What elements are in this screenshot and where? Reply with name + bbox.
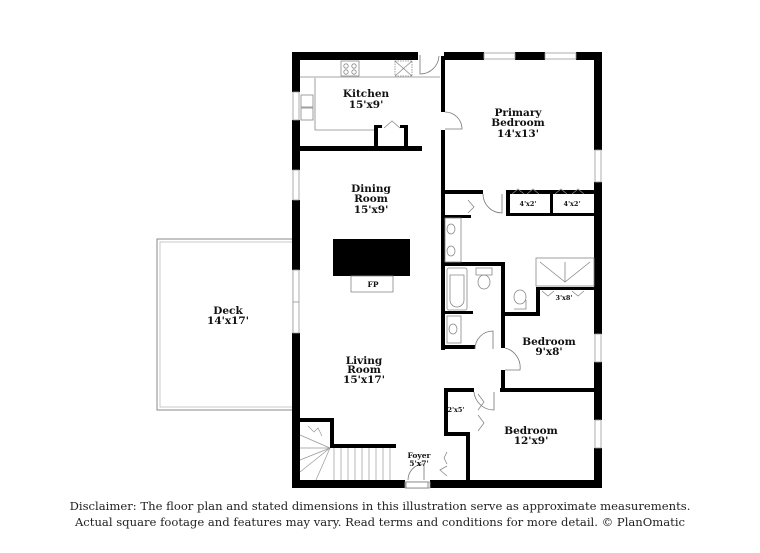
bedroom-3-closet-dimensions: 2'x5' — [448, 406, 465, 414]
bedroom-2-dimensions: 9'x8' — [535, 346, 562, 358]
disclaimer-line-1: Disclaimer: The floor plan and stated di… — [69, 499, 691, 513]
closet-labels: 4'x2' 4'x2' 3'x8' 2'x5' — [448, 200, 581, 414]
fireplace — [333, 239, 410, 293]
fireplace-label: FP — [368, 280, 379, 289]
deck-dimensions: 14'x17' — [207, 315, 249, 327]
disclaimer-line-2: Actual square footage and features may v… — [74, 515, 686, 529]
primary-closet-2-dimensions: 4'x2' — [564, 200, 581, 208]
dining-room-dimensions: 15'x9' — [354, 204, 389, 216]
kitchen-fixtures — [300, 60, 440, 131]
primary-closet-1-dimensions: 4'x2' — [520, 200, 537, 208]
room-labels: Kitchen 15'x9' Primary Bedroom 14'x13' D… — [207, 88, 576, 468]
foyer-dimensions: 5'x7' — [409, 459, 429, 468]
stairs — [299, 425, 391, 481]
kitchen-dimensions: 15'x9' — [349, 99, 384, 111]
sink-icon — [300, 94, 314, 108]
stove-icon — [340, 60, 360, 77]
deck-name: Deck — [213, 305, 243, 317]
dining-room-name-1: Dining — [351, 183, 391, 195]
dining-room-name-2: Room — [354, 193, 388, 205]
closet-doors — [439, 188, 585, 477]
bathroom-fixtures — [444, 217, 595, 344]
living-room-name-2: Room — [347, 364, 381, 376]
living-room-name-1: Living — [346, 355, 383, 367]
primary-bedroom-dimensions: 14'x13' — [497, 128, 539, 140]
living-room-dimensions: 15'x17' — [343, 374, 385, 386]
bedroom-2-name: Bedroom — [522, 336, 576, 348]
bedroom-3-name: Bedroom — [504, 425, 558, 437]
primary-bedroom-name-2: Bedroom — [491, 117, 545, 129]
bathtub-icon — [446, 267, 468, 311]
windows — [292, 52, 602, 489]
sink-icon — [446, 315, 462, 344]
doors — [405, 55, 521, 489]
shower-icon — [535, 257, 595, 287]
exterior-walls — [292, 52, 602, 488]
interior-walls — [300, 56, 596, 484]
kitchen-name: Kitchen — [343, 88, 390, 100]
sink-icon — [446, 223, 456, 235]
fridge-icon — [394, 60, 413, 77]
disclaimer: Disclaimer: The floor plan and stated di… — [0, 498, 760, 530]
foyer-name: Foyer — [408, 451, 432, 460]
deck — [156, 238, 294, 411]
primary-bedroom-name-1: Primary — [495, 107, 543, 119]
toilet-icon — [514, 300, 527, 310]
toilet-icon — [475, 267, 493, 276]
bedroom-3-dimensions: 12'x9' — [514, 435, 549, 447]
bedroom-2-closet-dimensions: 3'x8' — [556, 294, 573, 302]
